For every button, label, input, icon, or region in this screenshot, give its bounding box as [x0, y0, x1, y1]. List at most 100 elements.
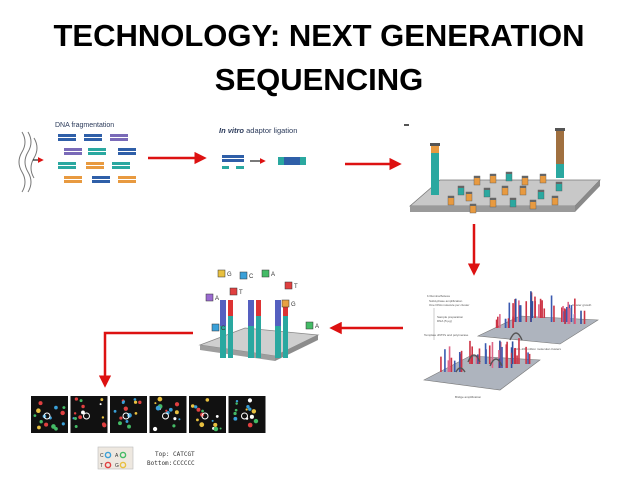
- top-read-sequence: CATCGT: [173, 451, 195, 458]
- legend-item: C: [100, 451, 112, 459]
- adaptor-oligo: [473, 175, 481, 186]
- bridge-loops: [455, 332, 523, 373]
- bottom-read-label: Bottom:: [147, 460, 172, 467]
- legend-color-ring: [119, 461, 127, 469]
- nucleotide-base-label: A: [215, 296, 219, 302]
- fluorescence-image-tile: [31, 396, 68, 433]
- adaptor-oligo: [509, 197, 517, 208]
- sbs-strand-2: [248, 300, 261, 358]
- labeled-nucleotide: A: [261, 269, 275, 278]
- cluster-heading: b Illumina/Solexa: [427, 294, 450, 298]
- title-line-2: SEQUENCING: [214, 62, 424, 97]
- dna-fragment: [58, 134, 76, 141]
- nucleotide-base-label: C: [221, 326, 226, 332]
- adaptor-oligo: [483, 187, 491, 198]
- dna-cluster: [510, 338, 531, 364]
- dna-fragment: [110, 134, 128, 141]
- cluster-sub: Solid-phase amplification: [429, 299, 463, 303]
- legend-base-label: C: [100, 453, 104, 459]
- dna-clusters: [440, 291, 586, 372]
- adaptor-oligo: [539, 173, 547, 184]
- labeled-nucleotide: C: [211, 323, 226, 332]
- sbs-strand-1: [220, 300, 233, 358]
- adaptor-oligo: [551, 195, 559, 206]
- cluster-caption-7: Template dNTPs and polymerase: [424, 333, 469, 337]
- labeled-nucleotide: A: [205, 293, 219, 302]
- adaptor-oligo: [489, 173, 497, 184]
- labeled-nucleotide: C: [239, 271, 254, 280]
- fluorescence-image-tile: [228, 396, 266, 433]
- cluster-caption-2: Sample preparation: [437, 315, 464, 319]
- legend-base-label: A: [115, 453, 119, 459]
- adaptor-oligo: [519, 185, 527, 196]
- fluorescence-image-tile: [110, 396, 147, 433]
- cluster-generation-panel: b Illumina/Solexa Solid-phase amplificat…: [423, 291, 599, 399]
- labeled-nucleotide: G: [281, 299, 296, 308]
- dna-fragment: [64, 176, 82, 183]
- read-sequences: Top: CATCGT Bottom: CCCCCC: [147, 451, 195, 467]
- flow-cell-panel: [404, 124, 601, 214]
- fluorescence-image-tile: [189, 396, 226, 433]
- legend-color-ring: [104, 461, 112, 469]
- legend-item: G: [115, 461, 127, 469]
- dna-fragment: [92, 176, 110, 183]
- adaptor-oligo: [521, 175, 529, 186]
- dna-cluster: [514, 295, 532, 322]
- legend-item: T: [100, 461, 112, 469]
- dna-fragment: [58, 162, 76, 169]
- nucleotide-base-label: A: [315, 324, 319, 330]
- adaptor-oligo: [529, 199, 537, 210]
- labeled-nucleotide: A: [305, 321, 319, 330]
- labeled-nucleotide: T: [229, 287, 243, 296]
- dna-fragment: [112, 162, 130, 169]
- adaptor-oligos: [447, 171, 563, 214]
- cluster-caption-3: DNA (5 μg): [437, 319, 452, 323]
- tall-probe-left: [430, 143, 440, 195]
- adaptor-oligo: [469, 203, 477, 214]
- fluorescence-image-tile: [70, 396, 108, 433]
- ligated-fragment: [278, 157, 306, 165]
- dna-fragment: [118, 176, 136, 183]
- labeled-nucleotide: T: [284, 281, 298, 290]
- dna-fragment: [84, 134, 102, 141]
- legend-base-label: G: [115, 463, 119, 469]
- genomic-dna-strands-icon: [18, 131, 38, 193]
- dna-fragmentation-panel: DNA fragmentation: [18, 122, 136, 193]
- fluorescence-image-series: [31, 396, 266, 433]
- labeled-nucleotide: G: [217, 269, 232, 278]
- nucleotide-base-label: T: [294, 284, 298, 290]
- adaptor-oligo: [555, 181, 563, 192]
- dna-fragment: [86, 162, 104, 169]
- adaptor-oligo: [505, 171, 513, 182]
- cluster-caption-6: Bridge amplification: [455, 395, 482, 399]
- dna-cluster: [495, 302, 514, 328]
- unligated-fragment: [222, 155, 244, 169]
- sequencing-by-synthesis-panel: G C A T A T G C A: [198, 269, 320, 361]
- adaptor-oligo: [501, 185, 509, 196]
- adaptor-oligo: [489, 197, 497, 208]
- adaptor-oligo: [457, 185, 465, 196]
- fluorescence-image-tile: [149, 396, 187, 433]
- flow-cell-corner-mark: [404, 124, 409, 126]
- flow-arrow-5: [98, 331, 193, 388]
- labeled-nucleotides: G C A T A T G C A: [205, 269, 319, 332]
- nucleotide-base-label: T: [239, 290, 243, 296]
- nucleotide-base-label: G: [227, 272, 232, 278]
- adaptor-oligo: [447, 195, 455, 206]
- legend-color-ring: [119, 451, 127, 459]
- sbs-strand-3: [275, 300, 288, 358]
- dna-cluster: [564, 298, 586, 324]
- title-line-1: TECHNOLOGY: NEXT GENERATION: [53, 18, 585, 53]
- tall-probe-right: [555, 128, 565, 178]
- top-read-label: Top:: [155, 451, 169, 458]
- ligation-label-italic: In vitro: [219, 126, 244, 135]
- adaptor-oligo: [537, 189, 545, 200]
- dna-fragment: [88, 148, 106, 155]
- dna-cluster: [530, 291, 546, 318]
- slide-title: TECHNOLOGY: NEXT GENERATION SEQUENCING: [0, 14, 638, 102]
- svg-text:In vitro adaptor ligation: In vitro adaptor ligation: [219, 126, 297, 135]
- cluster-caption-4: Cluster growth: [572, 303, 592, 307]
- nucleotide-base-label: C: [249, 274, 254, 280]
- adaptor-oligo: [465, 191, 473, 202]
- dna-fragment: [118, 148, 136, 155]
